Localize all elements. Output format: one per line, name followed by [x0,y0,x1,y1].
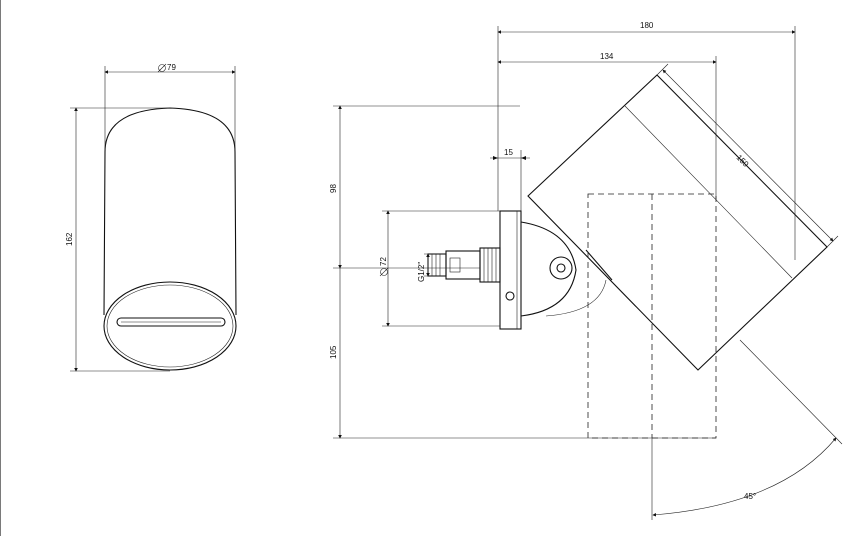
body-neck [585,249,613,281]
dim-label-thread: G1/2" [417,262,426,282]
body-face-line [624,105,793,279]
connector-nut [479,247,501,283]
dim-label-angle: 45° [744,492,756,501]
swivel-arc-hidden [545,279,607,317]
hex-face [449,257,461,273]
side-view: 45° 180 134 15 150 98 105 [329,21,843,520]
dim-label-180: 180 [640,21,654,30]
outlet-slot [116,317,226,327]
dim-label-98: 98 [329,184,338,193]
connector-hex [445,250,481,280]
outlet-face-outer [103,281,237,371]
shower-body-rotated [527,74,828,371]
extension-line [826,235,839,248]
thread-end [427,253,447,277]
pivot-inner [556,263,566,273]
swivel-ball [520,221,577,317]
dim-label-height-162: 162 [65,232,74,246]
diameter-icon [379,267,389,277]
dim-label-134: 134 [600,52,614,61]
diameter-icon [157,63,167,73]
pivot-outer [549,256,573,280]
outlet-face-inner [106,284,234,368]
angle-ref-line-rotated [739,339,843,445]
angle-arc-45 [652,437,837,517]
front-view: 79 162 [65,63,237,372]
dim-label-15: 15 [504,148,513,157]
extension-line [656,63,669,76]
flange-screw [505,291,515,301]
dim-label-105: 105 [329,345,338,359]
wall-flange [499,210,522,330]
dim-line-150 [662,69,834,242]
dim-label-diameter-79: 79 [167,63,176,72]
front-body-outline [103,107,237,316]
dim-label-diameter-72: 72 [379,257,388,266]
